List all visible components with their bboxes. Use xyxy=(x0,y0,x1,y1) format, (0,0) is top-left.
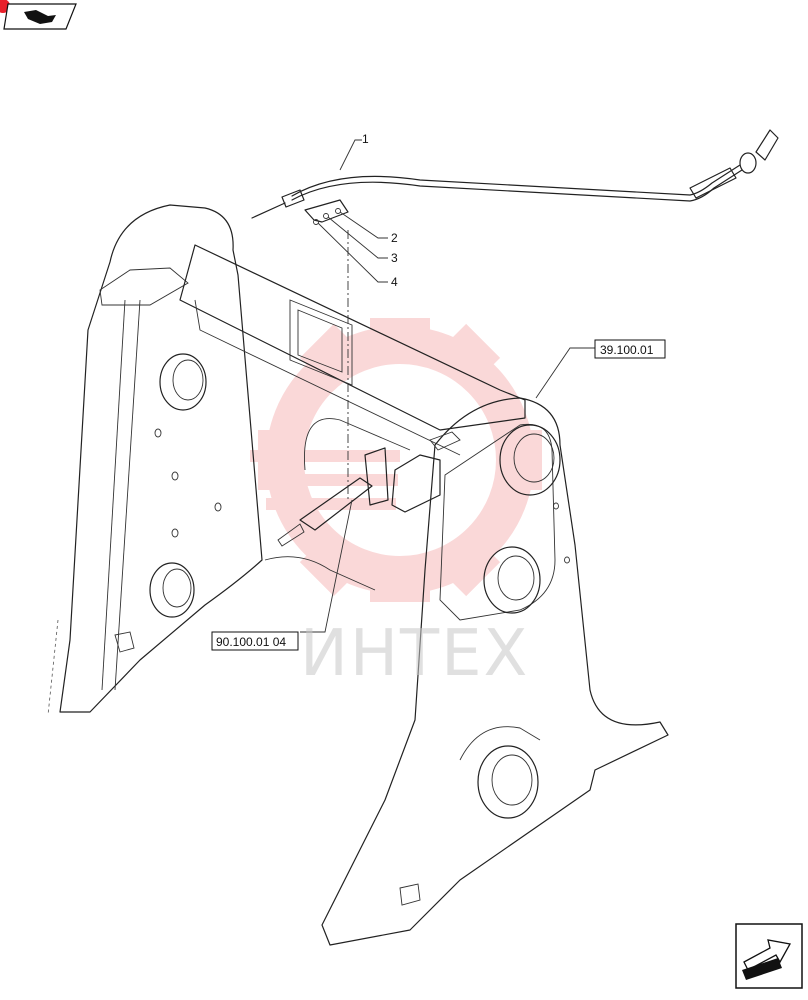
gear-watermark xyxy=(250,318,542,602)
watermark-text: ИНТЕХ xyxy=(300,617,529,691)
ref-label: 90.100.01 04 xyxy=(216,635,286,649)
cross-beam xyxy=(179,244,526,591)
callout-3: 3 xyxy=(391,251,398,265)
left-upright xyxy=(47,204,263,716)
latch-lever xyxy=(277,431,461,547)
book-nav-icon[interactable] xyxy=(0,0,77,30)
ref-box-39-100-01[interactable]: 39.100.01 xyxy=(594,339,666,359)
control-cable xyxy=(251,129,779,219)
ref-box-90-100-01-04[interactable]: 90.100.01 04 xyxy=(211,631,299,651)
cable-bracket xyxy=(304,199,349,225)
callout-1: 1 xyxy=(362,132,369,146)
leader-lines xyxy=(300,139,595,633)
callout-2: 2 xyxy=(391,231,398,245)
ref-label: 39.100.01 xyxy=(600,343,654,357)
next-page-arrow-icon[interactable] xyxy=(735,923,803,989)
right-upright xyxy=(321,397,669,946)
callout-4: 4 xyxy=(391,275,398,289)
